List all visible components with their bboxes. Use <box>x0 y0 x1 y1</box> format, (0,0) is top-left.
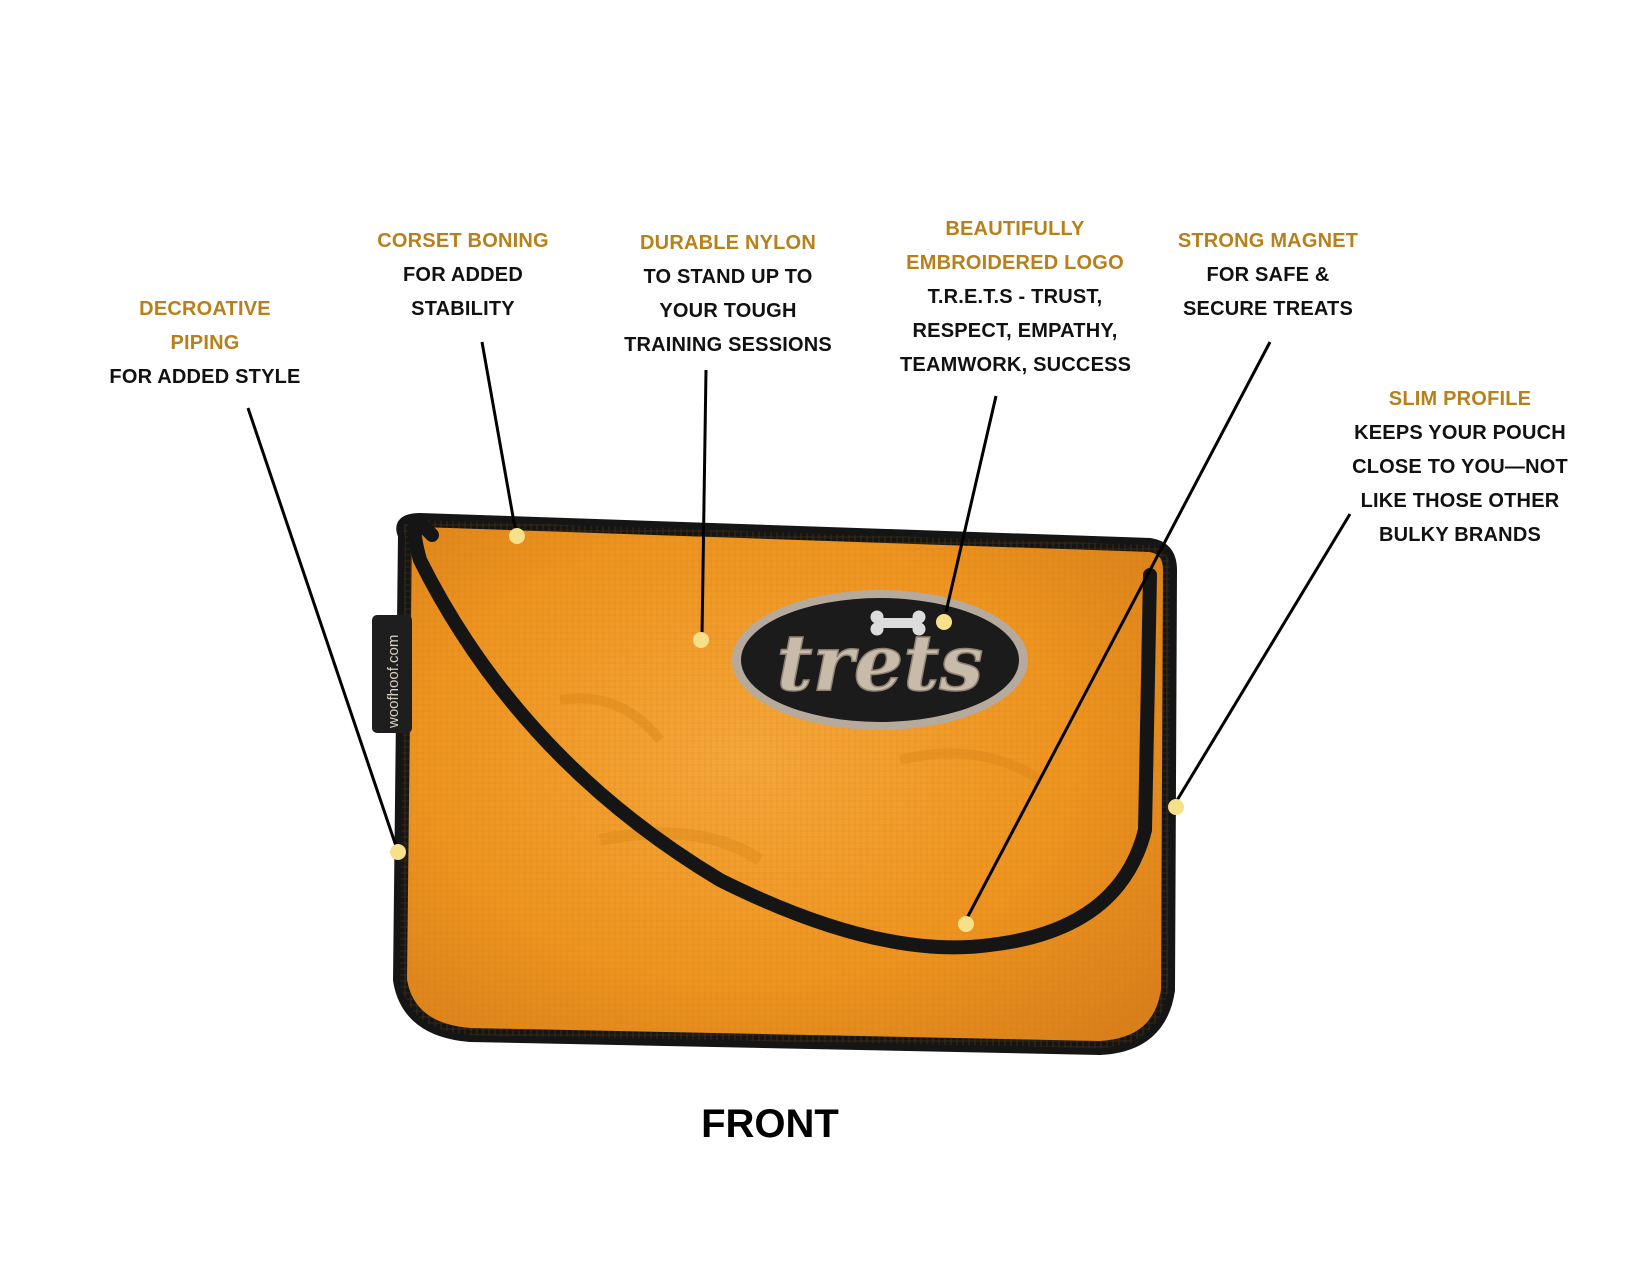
callout-body: KEEPS YOUR POUCH <box>1354 422 1566 444</box>
marker-boning <box>509 528 525 544</box>
logo-text: trets <box>777 618 984 709</box>
callout-durable-nylon: DURABLE NYLON TO STAND UP TO YOUR TOUGH … <box>618 226 838 362</box>
callout-heading: PIPING <box>170 332 240 354</box>
callout-strong-magnet: STRONG MAGNET FOR SAFE & SECURE TREATS <box>1168 224 1368 326</box>
callout-body: TO STAND UP TO <box>643 266 813 288</box>
view-label: FRONT <box>701 1102 839 1146</box>
leader-line-piping <box>246 407 400 853</box>
callout-body: T.R.E.T.S - TRUST, <box>927 286 1103 308</box>
marker-magnet <box>958 916 974 932</box>
leader-line-logo <box>944 395 998 613</box>
callout-body: TEAMWORK, SUCCESS <box>900 354 1132 376</box>
leader-lines <box>246 341 1352 921</box>
callout-body: FOR SAFE & <box>1206 264 1330 286</box>
callout-body: LIKE THOSE OTHER <box>1360 490 1560 512</box>
callout-embroidered-logo: BEAUTIFULLY EMBROIDERED LOGO T.R.E.T.S -… <box>900 212 1132 382</box>
callout-body: BULKY BRANDS <box>1378 524 1542 546</box>
bone-icon <box>870 610 926 636</box>
callout-body: SECURE TREATS <box>1182 298 1354 320</box>
callout-body: RESPECT, EMPATHY, <box>912 320 1118 342</box>
callout-heading: EMBROIDERED LOGO <box>906 252 1124 274</box>
callout-slim-profile: SLIM PROFILE KEEPS YOUR POUCH CLOSE TO Y… <box>1345 382 1575 552</box>
callout-heading: BEAUTIFULLY <box>945 218 1085 240</box>
leader-line-magnet <box>964 341 1272 921</box>
callout-corset-boning: CORSET BONING FOR ADDED STABILITY <box>363 224 563 326</box>
marker-logo <box>936 614 952 630</box>
marker-piping <box>390 844 406 860</box>
marker-profile <box>1168 799 1184 815</box>
callout-body: FOR ADDED STYLE <box>109 366 301 388</box>
callout-body: CLOSE TO YOU—NOT <box>1352 456 1568 478</box>
pouch-body <box>393 513 1177 1055</box>
callout-heading: CORSET BONING <box>377 230 549 252</box>
side-tag: woofhoof.com <box>372 615 412 733</box>
callout-body: FOR ADDED <box>403 264 523 286</box>
leader-line-nylon <box>700 369 708 637</box>
callout-heading: SLIM PROFILE <box>1388 388 1532 410</box>
markers <box>390 528 1184 932</box>
marker-nylon <box>693 632 709 648</box>
leader-line-boning <box>480 341 517 529</box>
callout-heading: DURABLE NYLON <box>640 232 816 254</box>
flap-piping <box>407 517 1157 955</box>
callout-heading: STRONG MAGNET <box>1177 230 1359 252</box>
callout-body: YOUR TOUGH <box>659 300 797 322</box>
callout-heading: DECROATIVE <box>139 298 271 320</box>
callout-body: TRAINING SESSIONS <box>624 334 832 356</box>
side-tag-text: woofhoof.com <box>385 635 402 729</box>
callout-decorative-piping: DECROATIVE PIPING FOR ADDED STYLE <box>105 292 305 394</box>
embroidered-logo: trets <box>732 590 1028 730</box>
callout-body: STABILITY <box>411 298 515 320</box>
leader-line-profile <box>1174 513 1352 803</box>
